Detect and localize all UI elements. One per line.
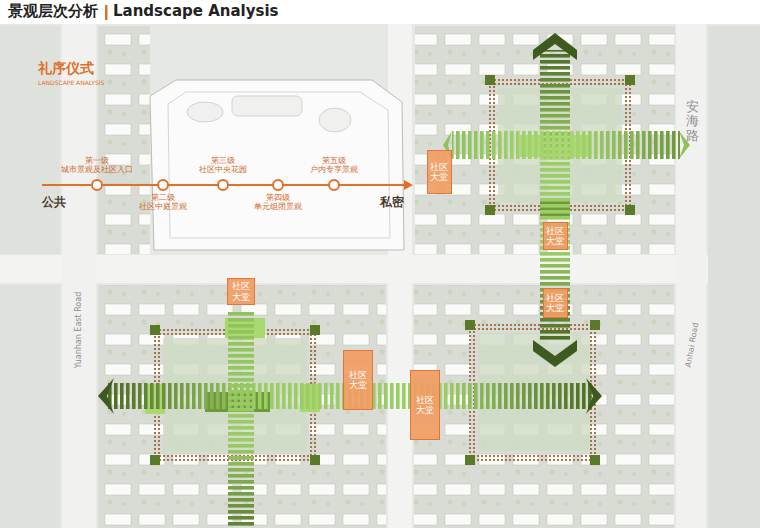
level-label: 第四级 单元组团景观 <box>254 193 302 211</box>
lobby-label: 社区大堂 <box>232 281 251 302</box>
page-title: 景观层次分析 <box>8 3 98 20</box>
lobby-label: 社区大堂 <box>349 370 368 391</box>
lobby-label: 社区大堂 <box>430 162 449 183</box>
lobby-box: 社区大堂 <box>410 370 440 440</box>
lobby-label: 社区大堂 <box>546 293 565 314</box>
lobby-box: 社区大堂 <box>427 150 452 194</box>
road-name: Yuanhan East Road <box>74 292 83 368</box>
lobby-box: 社区大堂 <box>543 288 568 318</box>
level-label: 第一级 城市景观及社区入口 <box>61 156 133 174</box>
axis-end: 公共 <box>42 196 66 210</box>
road-name: 安海路 <box>686 100 699 143</box>
lobby-label: 社区大堂 <box>416 395 435 416</box>
section-title: 礼序仪式 <box>38 60 94 76</box>
lobby-label: 社区大堂 <box>546 226 565 247</box>
lobby-box: 社区大堂 <box>543 222 568 250</box>
section-subtitle: LANDSCAPE ANALYSIS <box>38 80 104 87</box>
lobby-box: 社区大堂 <box>343 350 373 410</box>
title-en: Landscape Analysis <box>113 3 279 20</box>
axis-end: 私密 <box>380 196 404 210</box>
level-label: 第五级 户内专享景观 <box>310 156 358 174</box>
level-label: 第二级 社区中庭景观 <box>139 193 187 211</box>
level-label: 第三级 社区中央花园 <box>199 156 247 174</box>
lobby-box: 社区大堂 <box>227 278 255 305</box>
